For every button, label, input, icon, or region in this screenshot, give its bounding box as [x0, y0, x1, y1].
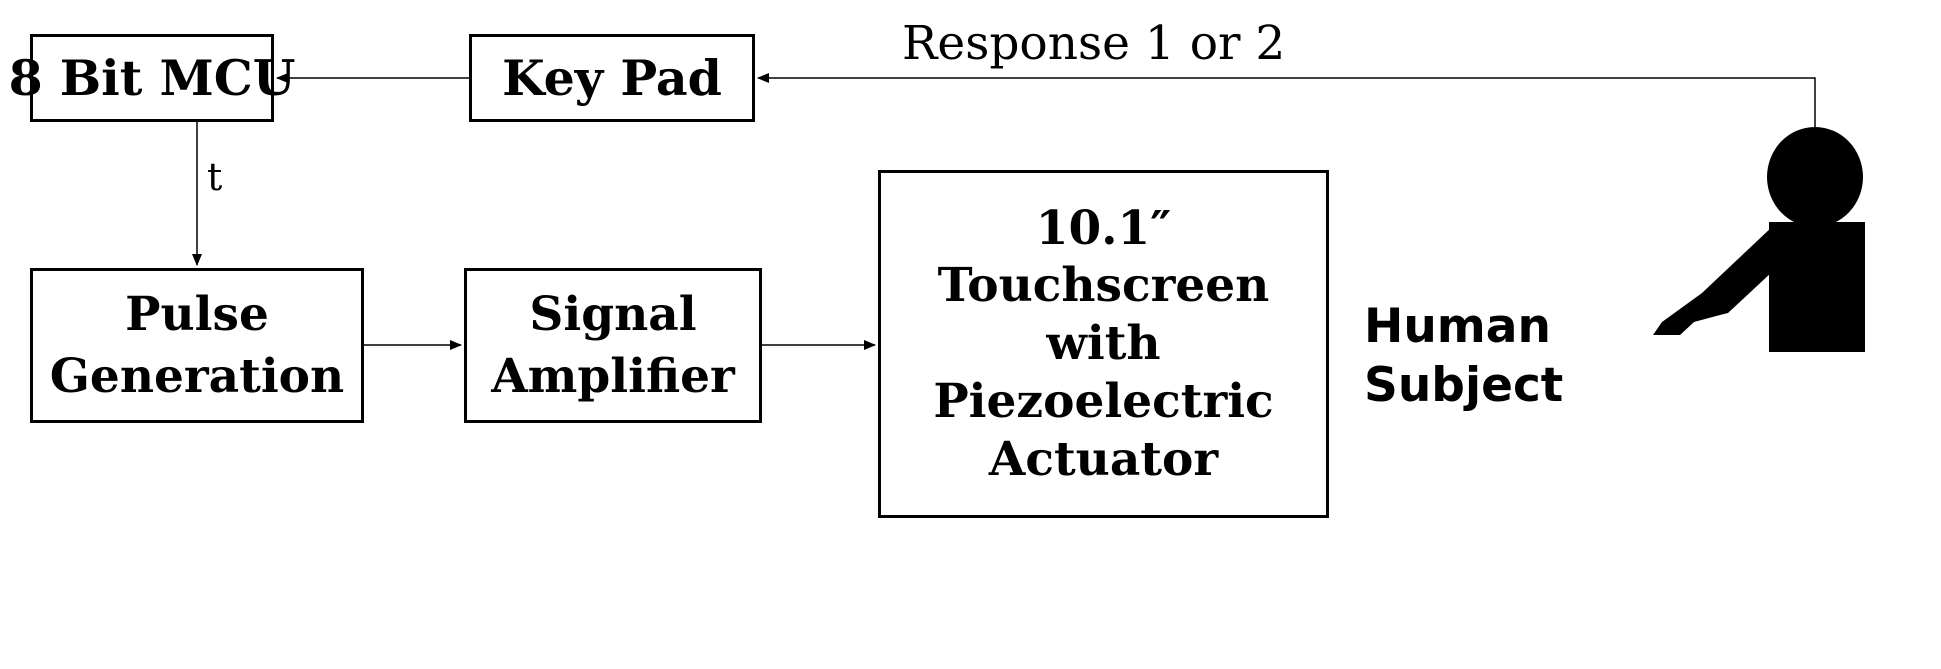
person-arm [1653, 226, 1800, 335]
signal-amplifier-block: Signal Amplifier [464, 268, 762, 423]
human-label-line-2: Subject [1364, 357, 1564, 413]
amplifier-label-line-1: Signal [529, 287, 697, 343]
person-head [1767, 127, 1863, 227]
human-subject-label: Human Subject [1364, 298, 1564, 416]
touchscreen-block: 10.1″ Touchscreen with Piezoelectric Act… [878, 170, 1329, 518]
amplifier-label-line-2: Amplifier [491, 348, 735, 404]
touchscreen-label-line-5: Actuator [988, 431, 1219, 487]
pulse-generation-block: Pulse Generation [30, 268, 364, 423]
time-signal-label: t [207, 155, 223, 199]
pulse-label-line-1: Pulse [125, 287, 269, 343]
mcu-block: 8 Bit MCU [9, 34, 295, 122]
touchscreen-label-line-3: with [1046, 316, 1161, 372]
touchscreen-label-line-4: Piezoelectric [933, 373, 1274, 429]
touchscreen-label-line-1: 10.1″ [1035, 200, 1172, 256]
arrow-human-to-keypad [757, 73, 1816, 128]
pulse-label-line-2: Generation [49, 348, 345, 404]
response-label: Response 1 or 2 [902, 16, 1286, 71]
keypad-block: Key Pad [469, 34, 755, 122]
person-silhouette-icon [1653, 127, 1865, 352]
touchscreen-label-line-2: Touchscreen [937, 258, 1270, 314]
mcu-label: 8 Bit MCU [8, 49, 296, 107]
keypad-label: Key Pad [502, 49, 722, 107]
human-label-line-1: Human [1364, 299, 1551, 354]
